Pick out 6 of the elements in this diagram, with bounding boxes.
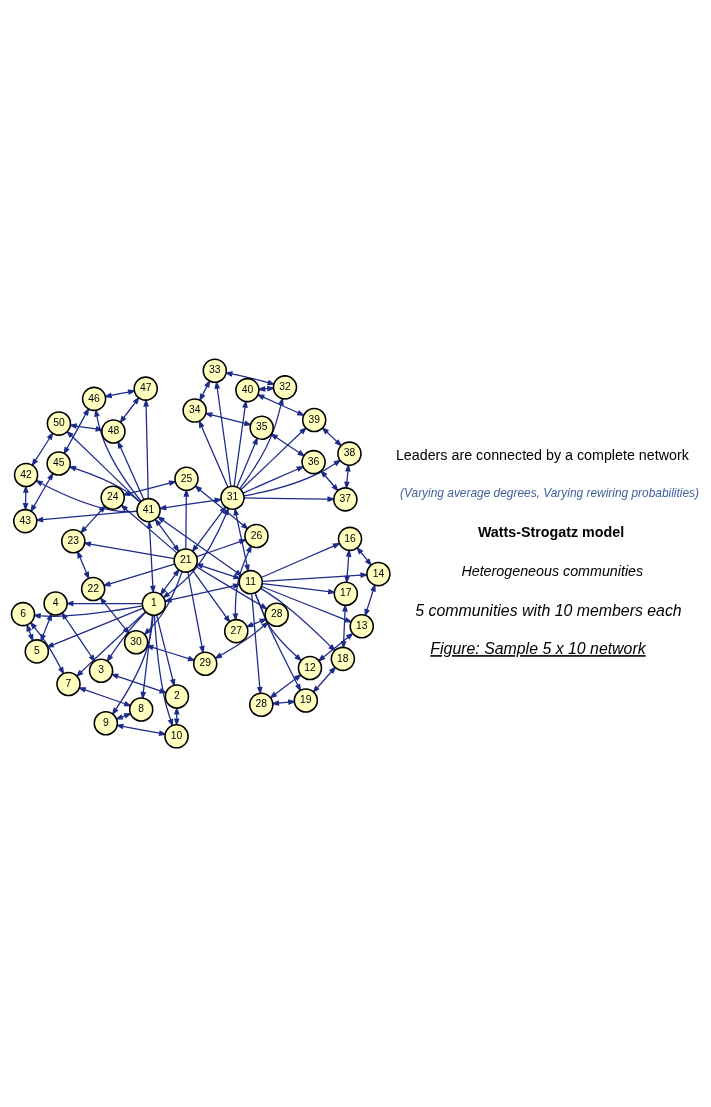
label: (Varying average degrees, Varying rewiring probabilities) xyxy=(400,485,699,500)
label: Heterogeneous communities xyxy=(461,563,644,580)
label: Leaders are connected by a complete network xyxy=(395,446,689,463)
label: Watts-Strogatz model xyxy=(477,523,625,540)
label: 5 communities with 10 members each xyxy=(415,601,682,619)
label: Figure: Sample 5 x 10 network xyxy=(430,640,646,658)
